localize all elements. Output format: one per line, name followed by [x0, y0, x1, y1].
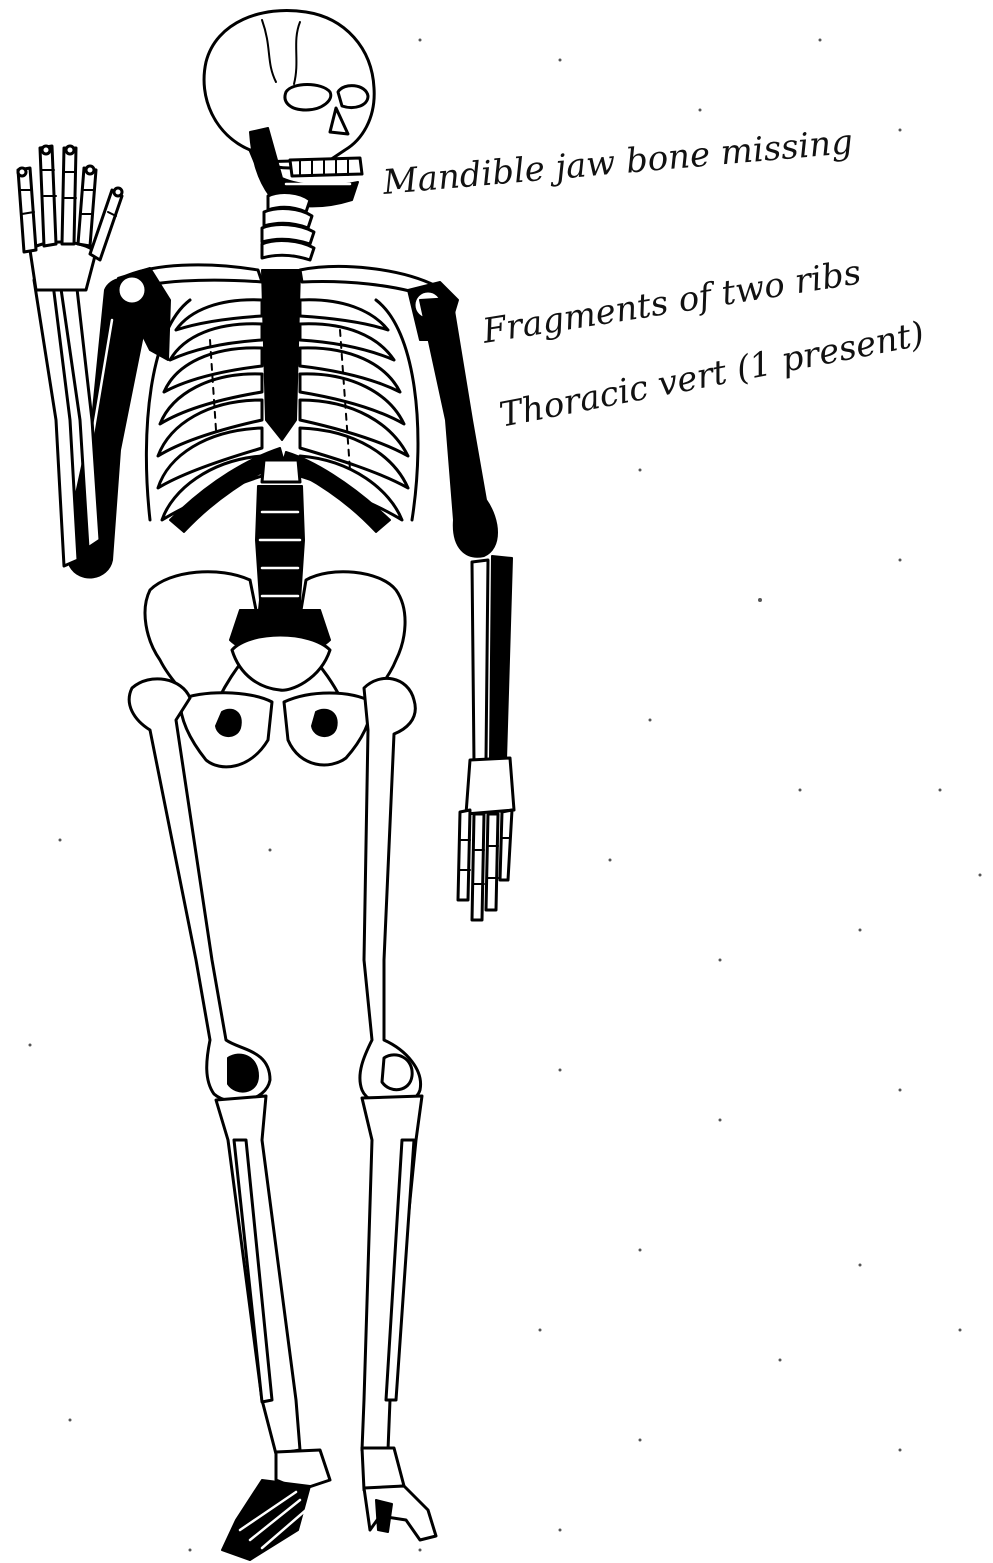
right-foot	[222, 1450, 330, 1560]
right-arm-raised	[18, 146, 150, 577]
left-femur	[360, 678, 421, 1105]
right-hand	[18, 146, 122, 290]
left-patella	[382, 1055, 412, 1090]
left-arm	[420, 298, 514, 920]
left-ulna-missing	[490, 556, 512, 760]
eye-orbit	[285, 85, 331, 111]
right-patella-missing	[228, 1055, 258, 1092]
left-leg	[360, 678, 436, 1540]
cervical-spine	[262, 193, 314, 260]
left-foot	[362, 1448, 436, 1540]
sternum-missing	[262, 270, 300, 440]
left-radius	[472, 560, 488, 762]
right-leg	[129, 679, 330, 1560]
left-hand	[458, 758, 514, 920]
thoracic-vertebra-present	[262, 460, 300, 482]
right-shoulder-joint	[118, 276, 146, 304]
skull	[204, 10, 374, 176]
